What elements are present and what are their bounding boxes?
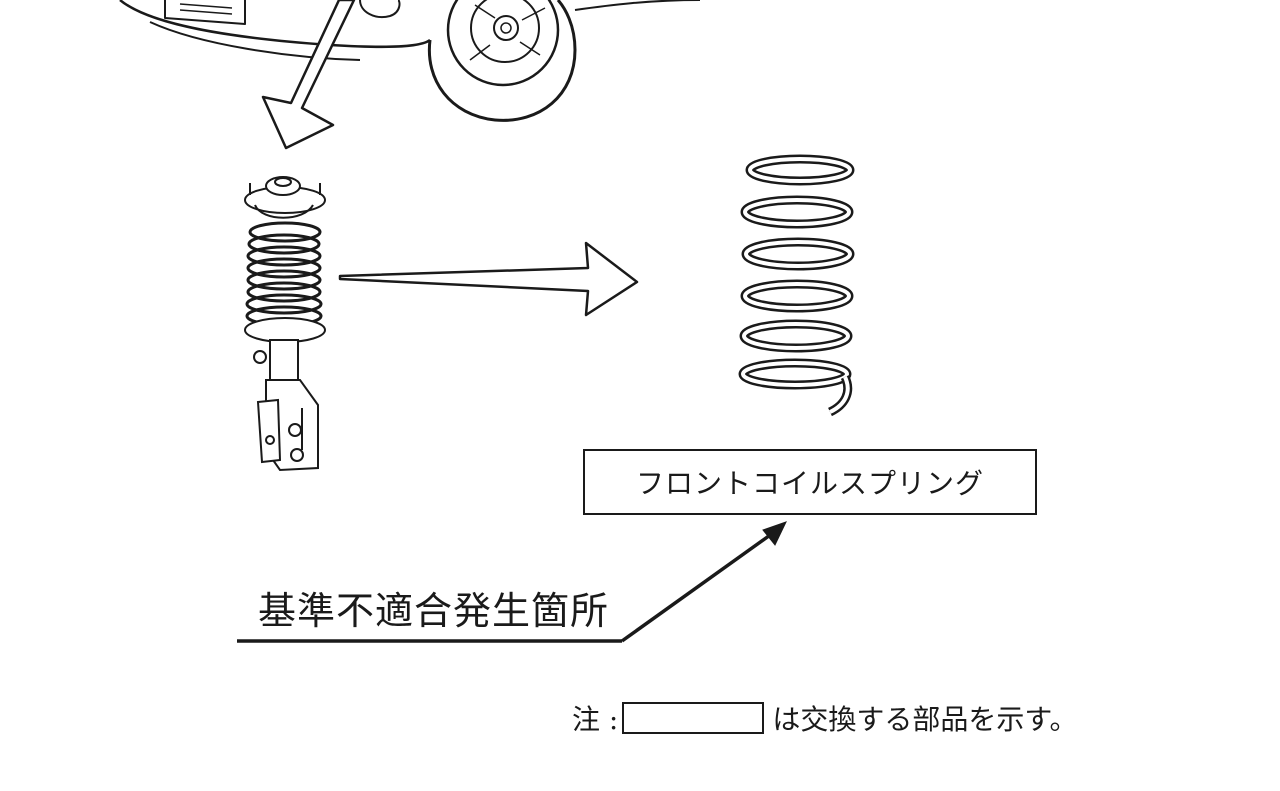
leader-line (237, 521, 787, 643)
vehicle-front-corner-icon (119, 0, 701, 122)
defect-location-label: 基準不適合発生箇所 (258, 589, 610, 633)
arrow-strut-to-spring (338, 241, 639, 317)
front-strut-assembly-icon (244, 176, 326, 472)
note-suffix: は交換する部品を示す。 (772, 703, 1078, 736)
arrow-car-to-strut (261, 0, 356, 150)
leader-arrowhead (762, 521, 787, 546)
legend-note: 注 : は交換する部品を示す。 (572, 698, 1078, 738)
part-callout-box: フロントコイルスプリング (583, 449, 1037, 515)
part-name-label: フロントコイルスプリング (635, 467, 984, 500)
note-prefix: 注 : (572, 703, 619, 736)
legend-box-sample (622, 702, 765, 734)
coil-spring-icon (738, 154, 855, 417)
